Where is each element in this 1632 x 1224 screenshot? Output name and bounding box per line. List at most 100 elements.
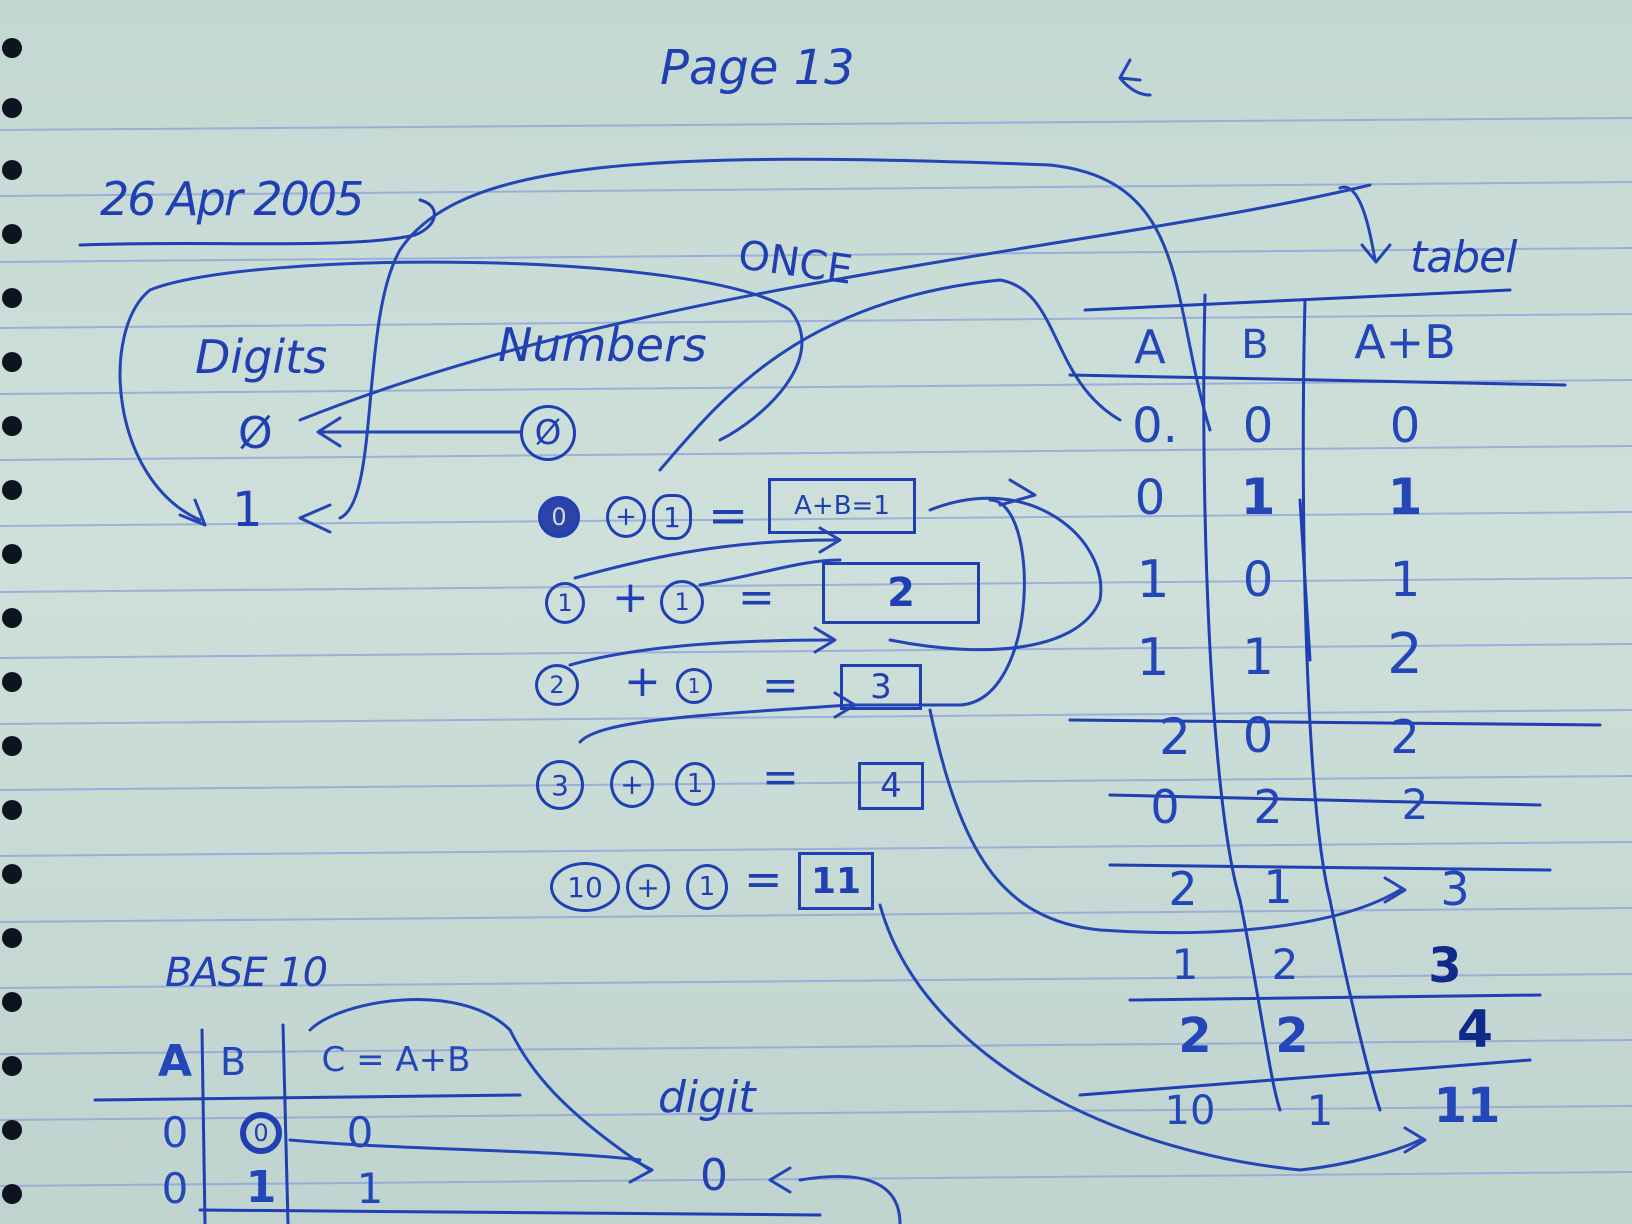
tabel-header-sum: A+B bbox=[1354, 315, 1456, 369]
plus-sign: + bbox=[612, 572, 649, 623]
binding-hole bbox=[2, 98, 22, 118]
cell-sum: 1 bbox=[1389, 552, 1421, 608]
cell-b: 1 bbox=[1242, 628, 1274, 686]
cell-a: 10 bbox=[1164, 1088, 1216, 1134]
operand-a: 10 bbox=[567, 870, 603, 904]
cell-a: 1 bbox=[1136, 628, 1170, 688]
equals-sign: = bbox=[762, 660, 799, 711]
tabel-title: tabel bbox=[1410, 232, 1517, 283]
binding-hole bbox=[2, 416, 22, 436]
arrow-head bbox=[628, 1156, 654, 1184]
binding-hole bbox=[2, 352, 22, 372]
cell-sum: 1 bbox=[1387, 468, 1423, 526]
tabel-pointer-arrow bbox=[1338, 185, 1377, 262]
binding-hole bbox=[2, 608, 22, 628]
binding-hole bbox=[2, 672, 22, 692]
cell-a: 0 bbox=[161, 1164, 189, 1213]
cell-sum: 2 bbox=[1387, 622, 1423, 687]
binding-hole bbox=[2, 736, 22, 756]
boxes-loop-arrow bbox=[848, 498, 1026, 707]
plus-circle: + bbox=[610, 760, 654, 808]
binding-hole bbox=[2, 480, 22, 500]
binding-hole bbox=[2, 160, 22, 180]
cell-b: 0 bbox=[1242, 708, 1274, 764]
operand-a-circle: 10 bbox=[550, 862, 620, 912]
cell-sum: 2 bbox=[1390, 710, 1420, 764]
binding-hole bbox=[2, 38, 22, 58]
chain-arrow-4 bbox=[578, 703, 852, 744]
result-value: 11 bbox=[810, 860, 862, 902]
operand-a: 2 bbox=[549, 671, 565, 699]
cell-sum: 0 bbox=[1389, 398, 1421, 454]
equals-sign: = bbox=[762, 752, 799, 803]
operand-b-circle: 1 bbox=[676, 668, 712, 704]
plus-sign: + bbox=[624, 656, 661, 707]
cell-c: 1 bbox=[356, 1164, 384, 1213]
operand-a: 1 bbox=[557, 589, 573, 617]
chain-arrow-1 bbox=[573, 538, 837, 580]
arrow-head bbox=[316, 416, 342, 448]
cell-b: 2 bbox=[1275, 1008, 1309, 1064]
result-value: 3 bbox=[870, 667, 892, 707]
binding-hole bbox=[2, 224, 22, 244]
plus-circle: + bbox=[626, 864, 670, 910]
result-box: 11 bbox=[798, 852, 874, 910]
arrow-head bbox=[178, 498, 207, 527]
cell-sum: 11 bbox=[1433, 1078, 1501, 1134]
digit-label: digit bbox=[658, 1072, 756, 1123]
cell-b-circle: 0 bbox=[240, 1112, 282, 1154]
tabel-header-a: A bbox=[1134, 320, 1166, 374]
cell-c: 0 bbox=[346, 1108, 374, 1157]
operand-a-circle: 3 bbox=[536, 760, 584, 810]
cell-sum: 3 bbox=[1440, 862, 1470, 916]
cell-sum: 4 bbox=[1456, 1000, 1494, 1060]
arrow-head bbox=[998, 478, 1037, 507]
digits-loop-arrow bbox=[118, 260, 804, 522]
result-value: 4 bbox=[880, 766, 902, 806]
base10-header-a: A bbox=[157, 1036, 193, 1087]
date-label: 26 Apr 2005 bbox=[100, 172, 364, 226]
binding-hole bbox=[2, 1120, 22, 1140]
cell-a: 2 bbox=[1168, 862, 1198, 916]
cell-b: 0 bbox=[253, 1119, 269, 1147]
base10-title: BASE 10 bbox=[165, 950, 328, 996]
operand-b: 1 bbox=[663, 500, 681, 534]
operand-a: 3 bbox=[551, 768, 569, 802]
cell-b: 2 bbox=[1253, 780, 1283, 834]
caret-mark bbox=[1118, 58, 1152, 97]
cell-a: 0 bbox=[1150, 780, 1180, 834]
cell-a: 0. bbox=[1132, 398, 1178, 454]
cell-b: 1 bbox=[245, 1162, 277, 1213]
cell-a: 1 bbox=[1171, 940, 1199, 989]
arrow-head bbox=[768, 1166, 792, 1194]
arrow-head bbox=[813, 626, 837, 654]
cell-b: 1 bbox=[1240, 468, 1276, 526]
result-value: 2 bbox=[887, 570, 915, 616]
plus-sign: + bbox=[615, 502, 637, 532]
equals-sign: = bbox=[738, 572, 775, 623]
plus-circle: + bbox=[606, 496, 646, 538]
binding-hole bbox=[2, 800, 22, 820]
cell-b: 1 bbox=[1306, 1086, 1334, 1135]
plus-sign: + bbox=[636, 870, 660, 904]
base10-row-arrow bbox=[288, 1138, 642, 1162]
operand-b-circle: 1 bbox=[652, 494, 692, 540]
binding-hole bbox=[2, 1184, 22, 1204]
cell-b: 1 bbox=[1263, 860, 1293, 914]
operand-b-circle: 1 bbox=[660, 580, 704, 624]
cell-a: 2 bbox=[1159, 708, 1191, 766]
box11-to-table-arrow bbox=[878, 903, 1422, 1172]
equals-sign: = bbox=[744, 852, 783, 906]
binding-hole bbox=[2, 288, 22, 308]
operand-b: 1 bbox=[687, 674, 701, 698]
operand-a-circle: 2 bbox=[535, 664, 579, 706]
top-loop-arrow bbox=[338, 157, 1212, 520]
operand-a-circle: 0 bbox=[538, 496, 580, 538]
binding-hole bbox=[2, 992, 22, 1012]
base10-header-c: C = A+B bbox=[321, 1040, 471, 1080]
operand-b-circle: 1 bbox=[675, 762, 715, 806]
binding-hole bbox=[2, 544, 22, 564]
arrow-head bbox=[298, 503, 332, 534]
operand-b-circle: 1 bbox=[686, 864, 728, 910]
